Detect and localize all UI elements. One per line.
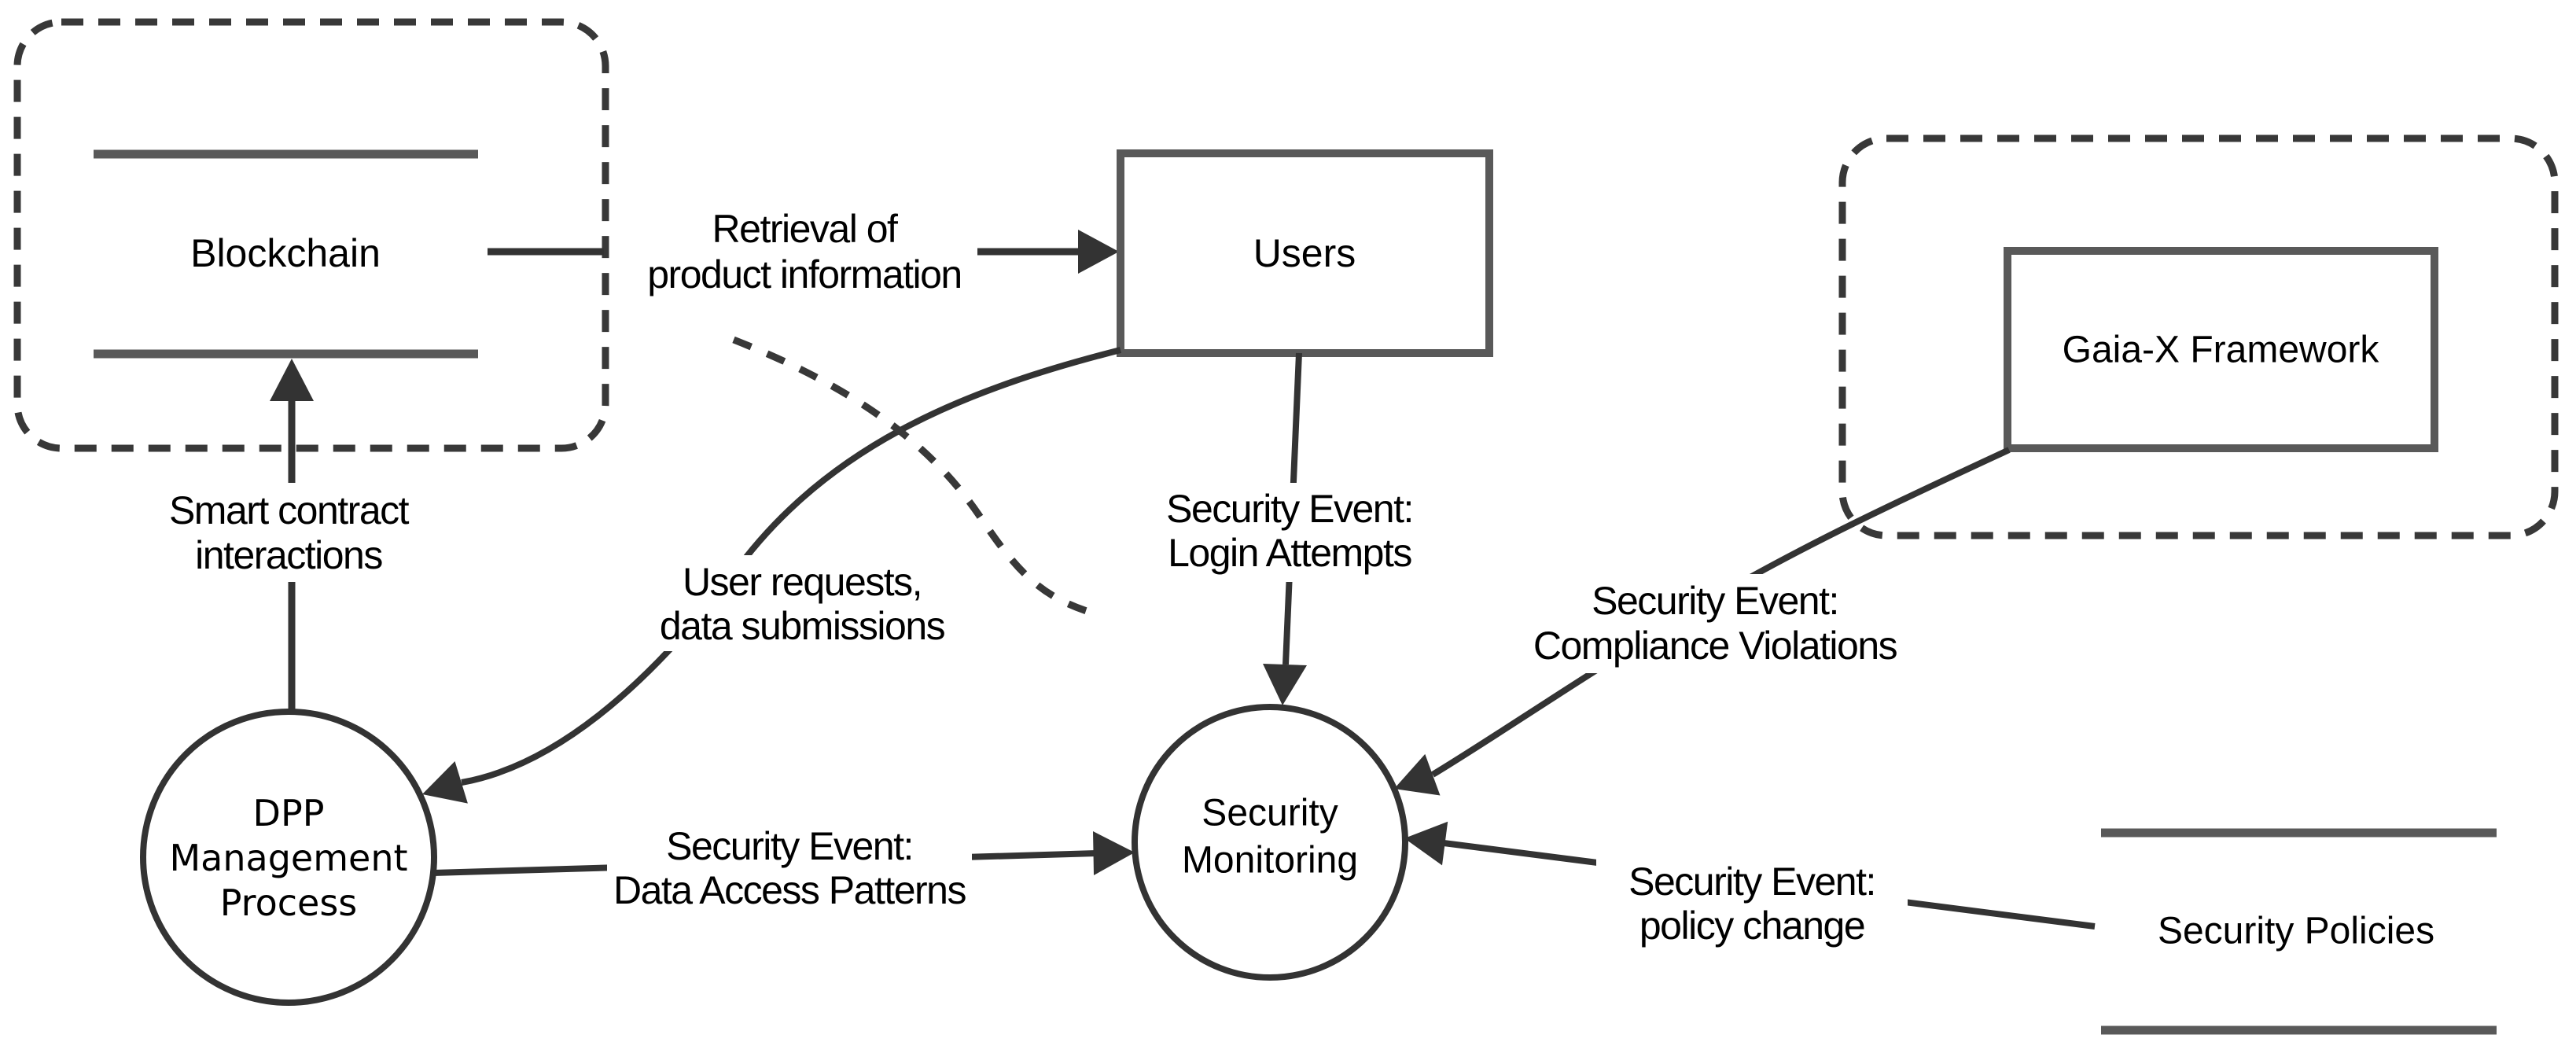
dpp-process-circle	[140, 709, 437, 1006]
label-background	[1518, 574, 1912, 673]
label-background	[1596, 855, 1908, 954]
flow-user-requests-label-line2: data submissions	[660, 604, 945, 648]
dpp-label-line1: DPP	[253, 792, 325, 834]
dashed-boundary-curve	[732, 336, 1091, 616]
flow-smart-contract-label-line2: interactions	[195, 533, 382, 577]
flow-smart-contract: Smart contract interactions	[124, 359, 458, 712]
flow-login-attempts: Security Event: Login Attempts	[1124, 352, 1458, 705]
dashed-boundary-rect	[13, 18, 609, 452]
node-security-monitoring: Security Monitoring	[1132, 704, 1408, 981]
blockchain-label: Blockchain	[190, 231, 381, 275]
arrowhead-into-blockchain	[270, 359, 314, 401]
blockchain-trust-boundary	[13, 18, 609, 452]
flow-data-access-label-line1: Security Event:	[666, 824, 913, 868]
node-users: Users	[1117, 149, 1493, 357]
flow-policy-change-label-line1: Security Event:	[1628, 860, 1875, 904]
flow-retrieval: Retrieval of product information	[647, 207, 1119, 296]
users-box	[1117, 149, 1493, 357]
dpp-label-line2: Management	[169, 837, 407, 879]
security-policies-label: Security Policies	[2158, 911, 2434, 952]
flow-user-requests-label-line1: User requests,	[683, 560, 922, 604]
node-dpp-process: DPP Management Process	[140, 709, 437, 1006]
arrowhead-into-dpp	[422, 761, 468, 804]
flow-login-attempts-label-line1: Security Event:	[1166, 487, 1413, 531]
label-background	[647, 555, 957, 651]
gaia-x-label: Gaia-X Framework	[2063, 330, 2380, 371]
node-gaia-x: Gaia-X Framework	[2004, 247, 2438, 452]
flow-retrieval-label-line2: product information	[647, 252, 962, 296]
arrowhead-into-monitoring-right-upper	[1394, 753, 1441, 796]
flow-data-access-label-line2: Data Access Patterns	[613, 868, 966, 912]
flow-policy-change: Security Event: policy change	[1404, 821, 2096, 954]
flow-login-attempts-label-line2: Login Attempts	[1168, 531, 1411, 575]
security-monitoring-circle	[1132, 704, 1408, 981]
dpp-label-line3: Process	[220, 882, 358, 924]
gaia-x-box	[2004, 247, 2438, 452]
gaiax-trust-boundary	[1838, 134, 2559, 539]
flow-smart-contract-label-line1: Smart contract	[169, 488, 410, 532]
arrowhead-into-users	[1078, 230, 1119, 274]
flow-data-access: Security Event: Data Access Patterns	[432, 819, 1135, 919]
arrowhead-into-monitoring-right-lower	[1404, 821, 1448, 866]
node-blockchain: Blockchain	[94, 149, 604, 359]
flow-user-requests: User requests, data submissions	[422, 347, 1121, 804]
users-label: Users	[1253, 231, 1356, 275]
security-monitoring-label-line1: Security	[1202, 793, 1338, 834]
label-background	[1124, 483, 1458, 582]
flow-policy-change-label-line2: policy change	[1639, 904, 1864, 948]
arrowhead-into-monitoring-left	[1093, 831, 1135, 875]
security-monitoring-label-line2: Monitoring	[1182, 840, 1358, 882]
dashed-boundary-rect	[1838, 134, 2559, 539]
arrowhead-into-monitoring-top	[1263, 664, 1307, 705]
flow-compliance-violations: Security Event: Compliance Violations	[1394, 447, 2011, 796]
flow-retrieval-label-line1: Retrieval of	[712, 207, 898, 251]
node-security-policies: Security Policies	[2101, 828, 2497, 1035]
flow-compliance-label-line1: Security Event:	[1592, 579, 1838, 623]
flow-compliance-label-line2: Compliance Violations	[1533, 624, 1897, 668]
label-background	[124, 483, 458, 582]
label-background	[607, 819, 972, 919]
